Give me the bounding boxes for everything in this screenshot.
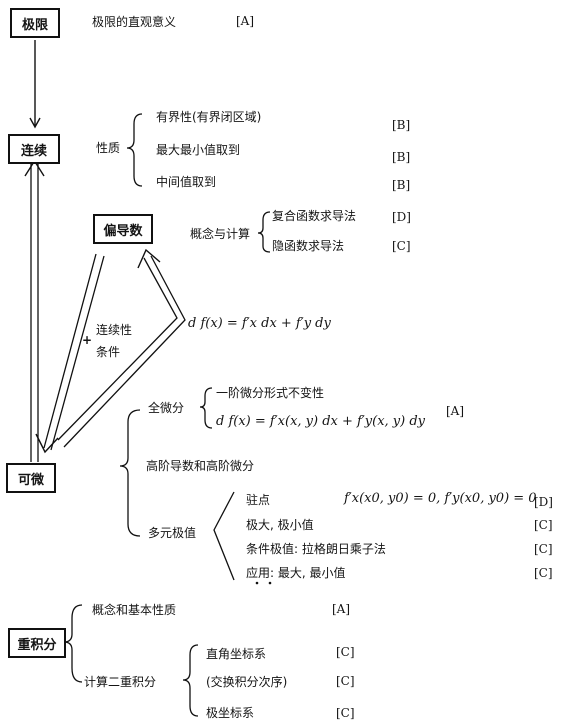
brace-lianxu [126, 113, 143, 187]
lianxu-grade-2: [B] [392, 150, 411, 164]
lianxu-item-1: 有界性(有界闭区域) [156, 110, 262, 124]
node-jixian: 极限 [10, 8, 60, 38]
jizhi-item-2: 极大, 极小值 [246, 518, 314, 532]
jisuan-item-3: 极坐标系 [206, 706, 255, 720]
jisuan-grade-2: [C] [336, 674, 355, 688]
pian-item-2: 隐函数求导法 [272, 239, 345, 253]
edge-label-line2: 条件 [96, 345, 121, 359]
double-arrow-pian-kewei [43, 253, 97, 449]
jisuan-grade-1: [C] [336, 645, 355, 659]
node-kewei: 可微 [6, 463, 56, 493]
gaojie-label: 高阶导数和高阶微分 [146, 459, 255, 473]
jizhi-item-3: 条件极值: 拉格朗日乘子法 [246, 542, 386, 556]
quanweifen-label: 全微分 [148, 401, 185, 415]
edge-label-line1: 连续性 [96, 323, 133, 337]
brace-quanweifen [199, 387, 213, 429]
jizhi-grade-3: [C] [534, 542, 553, 556]
pian-grade-2: [C] [392, 239, 411, 253]
brace-kewei [119, 409, 141, 537]
quanweifen-item-1: 一阶微分形式不变性 [216, 386, 325, 400]
jizhi-item-4: 应用: 最大, 最小值 [246, 566, 346, 580]
zhongjifen-grade-1: [A] [332, 602, 351, 616]
pian-branch-label: 概念与计算 [190, 227, 251, 241]
jisuan-grade-3: [C] [336, 706, 355, 720]
lianxu-item-2: 最大最小值取到 [156, 143, 241, 157]
jixian-grade: [A] [236, 14, 255, 28]
brace-zhongjifen [63, 604, 83, 683]
jisuan-label: 计算二重积分 [84, 675, 157, 689]
emphasis-dots-yingyong [255, 581, 272, 585]
brace-jizhi [213, 491, 235, 581]
jizhi-grade-2: [C] [534, 518, 553, 532]
double-arrow-kewei-pian [57, 257, 178, 441]
brace-jisuan [182, 644, 199, 717]
quanweifen-grade: [A] [446, 404, 465, 418]
lianxu-grade-1: [B] [392, 118, 411, 132]
jizhi-item-1-formula: f′x(x0, y0) = 0, f′y(x0, y0) = 0 [344, 491, 537, 506]
edge-plus: + [82, 333, 93, 347]
node-piandaoshu: 偏导数 [93, 214, 153, 244]
jizhi-label: 多元极值 [148, 526, 197, 540]
zhongjifen-item-1: 概念和基本性质 [92, 603, 177, 617]
brace-pian [257, 211, 271, 253]
pian-grade-1: [D] [392, 210, 411, 224]
quanweifen-item-2: d f(x) = f′x(x, y) dx + f′y(x, y) dy [216, 414, 426, 429]
jizhi-item-1: 驻点 [246, 493, 271, 507]
jizhi-grade-4: [C] [534, 566, 553, 580]
formula-df: d f(x) = f′x dx + f′y dy [188, 316, 331, 331]
jizhi-grade-1: [D] [534, 495, 553, 509]
lianxu-item-3: 中间值取到 [156, 175, 217, 189]
lianxu-grade-3: [B] [392, 178, 411, 192]
node-zhongjifen: 重积分 [8, 628, 66, 658]
jisuan-item-1: 直角坐标系 [206, 647, 267, 661]
node-lianxu: 连续 [8, 134, 60, 164]
jixian-branch-label: 极限的直观意义 [92, 15, 177, 29]
lianxu-branch-label: 性质 [96, 141, 121, 155]
jisuan-item-2: (交换积分次序) [206, 675, 288, 689]
pian-item-1: 复合函数求导法 [272, 209, 357, 223]
